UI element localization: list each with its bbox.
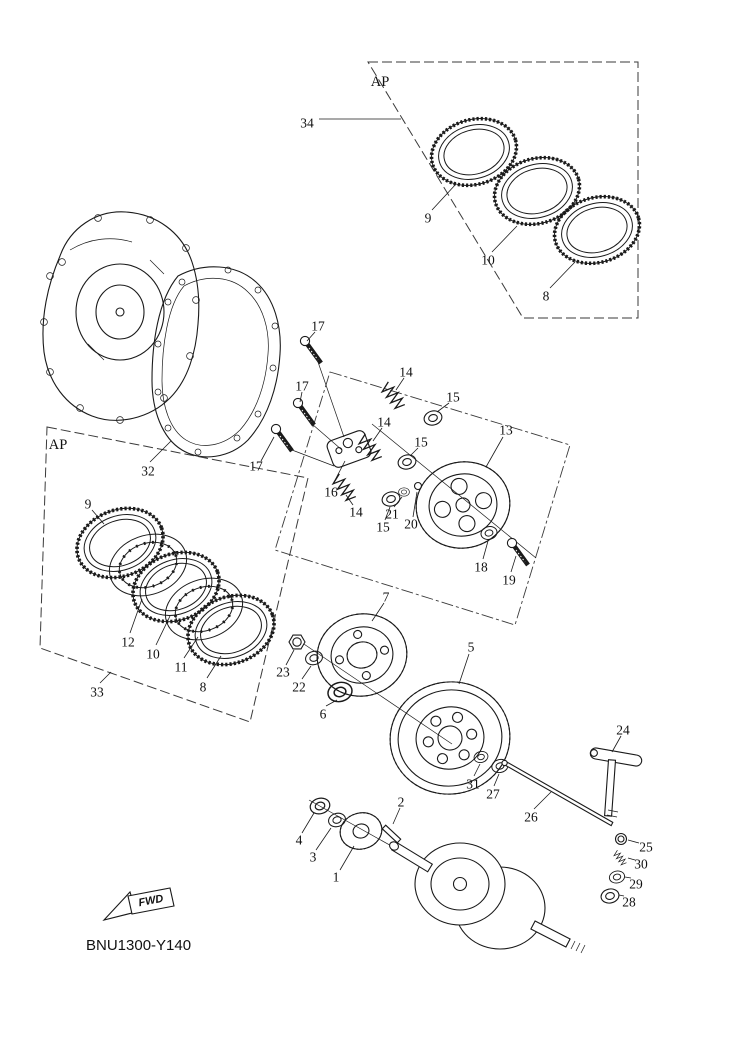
clutch-housing-5 xyxy=(389,681,511,795)
cap-28 xyxy=(599,886,621,906)
callout-14a: 14 xyxy=(399,365,413,380)
friction-plate-9-detail xyxy=(421,107,527,197)
callout-6: 6 xyxy=(320,707,327,722)
washer-15b xyxy=(395,452,419,472)
nut-23 xyxy=(288,634,306,650)
callout-2: 2 xyxy=(398,795,405,810)
callout-3: 3 xyxy=(310,850,317,865)
callout-20: 20 xyxy=(404,517,418,532)
callout-15b: 15 xyxy=(414,435,428,450)
callout-14b: 14 xyxy=(377,415,391,430)
fwd-label: FWD xyxy=(138,893,165,910)
bolt-17-group xyxy=(271,336,345,467)
gear-axis-line xyxy=(308,799,405,854)
callout-17b: 17 xyxy=(295,379,309,394)
callout-13: 13 xyxy=(499,423,513,438)
callout-28: 28 xyxy=(622,895,636,910)
circlip-21 xyxy=(398,487,410,497)
callout-18: 18 xyxy=(474,560,488,575)
ap-label-mid: AP xyxy=(49,437,68,453)
push-rod-26 xyxy=(501,759,614,827)
crankshaft xyxy=(389,841,586,954)
washer-18 xyxy=(479,524,499,542)
callout-21: 21 xyxy=(385,507,399,522)
washer-3 xyxy=(326,810,348,830)
callout-9: 9 xyxy=(85,497,92,512)
callout-labels: 34 9 10 8 17 17 17 14 15 14 15 16 14 15 … xyxy=(85,116,653,910)
callout-9-detail: 9 xyxy=(425,211,432,226)
callout-17a: 17 xyxy=(311,319,325,334)
callout-17c: 17 xyxy=(249,459,263,474)
callout-26: 26 xyxy=(524,810,538,825)
callout-8: 8 xyxy=(200,680,207,695)
collar-29 xyxy=(607,869,627,885)
callout-24: 24 xyxy=(616,723,630,738)
clutch-spring-14a xyxy=(379,380,407,412)
callout-27: 27 xyxy=(486,787,500,802)
callout-30: 30 xyxy=(634,857,648,872)
callout-10-detail: 10 xyxy=(481,253,495,268)
boss-axis-line xyxy=(291,635,453,745)
callout-10: 10 xyxy=(146,647,160,662)
clutch-spring-cluster xyxy=(326,380,537,559)
callout-1: 1 xyxy=(333,870,340,885)
leader-lines xyxy=(91,118,640,897)
callout-34: 34 xyxy=(300,116,314,131)
callout-5: 5 xyxy=(468,640,475,655)
callout-15a: 15 xyxy=(446,390,460,405)
lock-washer-22 xyxy=(303,648,325,668)
callout-32: 32 xyxy=(141,464,155,479)
assembly-group-outline xyxy=(274,371,571,626)
clutch-spring-plate-13 xyxy=(415,461,511,549)
detail-box-34: AP xyxy=(367,61,650,319)
callout-33: 33 xyxy=(90,685,104,700)
callout-31: 31 xyxy=(466,777,480,792)
callout-11: 11 xyxy=(175,660,188,675)
o-ring-31 xyxy=(472,749,490,765)
callout-15c: 15 xyxy=(376,520,390,535)
spring-retainer-plate-16 xyxy=(326,430,372,468)
fwd-arrow: FWD xyxy=(102,887,175,921)
crankcase-cover xyxy=(40,211,200,424)
callout-22: 22 xyxy=(292,680,306,695)
callout-7: 7 xyxy=(383,590,390,605)
callout-25: 25 xyxy=(639,840,653,855)
callout-12: 12 xyxy=(121,635,135,650)
cover-gasket xyxy=(151,266,281,458)
spring-30 xyxy=(612,849,628,867)
clutch-push-lever-24 xyxy=(589,747,643,818)
primary-gear-1 xyxy=(339,812,383,850)
callout-8-detail: 8 xyxy=(543,289,550,304)
callout-16: 16 xyxy=(324,485,338,500)
lever-small-parts xyxy=(599,832,628,906)
callout-19: 19 xyxy=(502,573,516,588)
circlip-25 xyxy=(614,832,628,846)
washer-15a xyxy=(421,408,445,428)
callout-4: 4 xyxy=(296,833,303,848)
drawing-code: BNU1300-Y140 xyxy=(86,937,191,954)
ap-label-top: AP xyxy=(371,74,390,90)
dowel-pin-2 xyxy=(381,824,402,844)
callout-14c: 14 xyxy=(349,505,363,520)
callout-29: 29 xyxy=(629,877,643,892)
detail-box-33: AP xyxy=(39,426,309,723)
bolt-19 xyxy=(507,538,528,565)
clutch-boss-7 xyxy=(316,613,408,697)
callout-23: 23 xyxy=(276,665,290,680)
